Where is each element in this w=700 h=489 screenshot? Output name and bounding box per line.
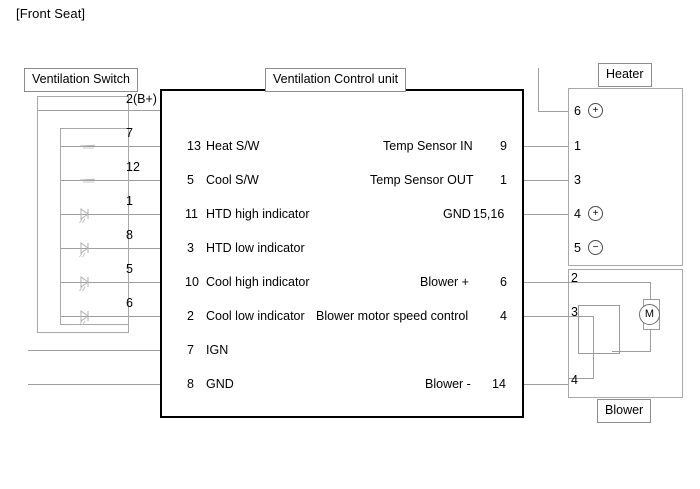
- heater-pin-number-4: 5: [574, 241, 581, 255]
- blower-resistor-block: [578, 305, 620, 354]
- wire-heater-pin6-riser: [538, 68, 539, 112]
- led-icon-pin8: [76, 237, 92, 259]
- led-icon-pin1: [76, 203, 92, 225]
- heater-minus-icon-pin5: −: [588, 240, 603, 255]
- wire-heater-pin6: [538, 111, 568, 112]
- switch-pin-number-0: 2(B+): [126, 92, 157, 106]
- blower-box: [568, 269, 683, 398]
- cu-left-label-6: IGN: [206, 343, 229, 357]
- cu-left-label-4: Cool high indicator: [206, 275, 310, 289]
- cu-left-label-2: HTD high indicator: [206, 207, 310, 221]
- cu-right-label-0: Temp Sensor IN: [383, 139, 473, 153]
- cu-right-pin-2: 15,16: [473, 207, 505, 221]
- switch-pin-number-5: 5: [126, 262, 133, 276]
- cu-right-label-4: Blower motor speed control: [316, 309, 469, 323]
- motor-icon: M: [639, 304, 660, 325]
- wire-blower-plus: [519, 282, 568, 283]
- cu-left-label-1: Cool S/W: [206, 173, 259, 187]
- wire-temp-sensor-in: [519, 146, 568, 147]
- switch-contact-icon-pin7: [79, 140, 99, 150]
- cu-right-label-1: Temp Sensor OUT: [370, 173, 474, 187]
- cu-left-label-5: Cool low indicator: [206, 309, 305, 323]
- led-icon-pin5: [76, 271, 92, 293]
- blower-wire-pin3: [568, 316, 594, 317]
- wire-ign: [28, 350, 167, 351]
- blower-wire-pin3-down: [593, 316, 594, 378]
- heater-pin-number-1: 1: [574, 139, 581, 153]
- cu-right-pin-3: 6: [500, 275, 507, 289]
- switch-pin-number-3: 1: [126, 194, 133, 208]
- led-icon-pin6: [76, 305, 92, 327]
- cu-left-pin-4: 10: [185, 275, 199, 289]
- caption-blower: Blower: [597, 399, 652, 423]
- caption-ventilation-control-unit: Ventilation Control unit: [265, 68, 407, 92]
- cu-left-pin-0: 13: [187, 139, 201, 153]
- cu-left-label-0: Heat S/W: [206, 139, 260, 153]
- wire-blower-minus: [519, 384, 568, 385]
- switch-inner-bus: [60, 128, 129, 325]
- wire-switch-pin-8: [60, 248, 167, 249]
- heater-box: [568, 88, 683, 266]
- cu-left-pin-2: 11: [185, 207, 198, 221]
- wire-switch-pin-7: [60, 146, 167, 147]
- blower-pin-number-0: 2: [571, 271, 578, 285]
- heater-plus-icon-pin6: +: [588, 103, 603, 118]
- wire-switch-pin-5: [60, 282, 167, 283]
- cu-left-label-7: GND: [206, 377, 234, 391]
- switch-pin-number-2: 12: [126, 160, 140, 174]
- cu-right-pin-4: 4: [500, 309, 507, 323]
- blower-wire-motor-return: [612, 351, 651, 352]
- wire-gnd: [28, 384, 167, 385]
- caption-heater: Heater: [598, 63, 652, 87]
- cu-left-label-3: HTD low indicator: [206, 241, 305, 255]
- wire-switch-pin-2bplus: [37, 110, 162, 111]
- cu-right-label-3: Blower +: [420, 275, 469, 289]
- wire-gnd-15-16: [519, 214, 568, 215]
- blower-pin-number-2: 4: [571, 373, 578, 387]
- cu-left-pin-3: 3: [187, 241, 194, 255]
- blower-wire-motor-bottom: [650, 327, 651, 352]
- heater-pin-number-2: 3: [574, 173, 581, 187]
- cu-left-pin-5: 2: [187, 309, 194, 323]
- motor-icon-label: M: [644, 308, 655, 320]
- cu-left-pin-6: 7: [187, 343, 194, 357]
- blower-wire-motor-top: [650, 282, 651, 300]
- wire-switch-pin-12: [60, 180, 167, 181]
- heater-pin-number-0: 6: [574, 104, 581, 118]
- cu-right-pin-5: 14: [492, 377, 506, 391]
- switch-pin-number-4: 8: [126, 228, 133, 242]
- ventilation-control-unit-box: [160, 89, 524, 418]
- blower-wire-pin2-top: [568, 282, 651, 283]
- switch-pin-number-1: 7: [126, 126, 133, 140]
- wire-blower-speed-control: [519, 316, 568, 317]
- wire-switch-pin-1: [60, 214, 167, 215]
- wire-switch-pin-6: [60, 316, 167, 317]
- blower-pin-number-1: 3: [571, 305, 578, 319]
- cu-left-pin-1: 5: [187, 173, 194, 187]
- cu-right-label-2: GND: [443, 207, 471, 221]
- switch-pin-number-6: 6: [126, 296, 133, 310]
- cu-left-pin-7: 8: [187, 377, 194, 391]
- cu-right-pin-0: 9: [500, 139, 507, 153]
- wire-temp-sensor-out: [519, 180, 568, 181]
- cu-right-pin-1: 1: [500, 173, 507, 187]
- page-label: [Front Seat]: [16, 6, 86, 21]
- heater-pin-number-3: 4: [574, 207, 581, 221]
- heater-plus-icon-pin4: +: [588, 206, 603, 221]
- cu-right-label-5: Blower -: [425, 377, 471, 391]
- blower-wire-pin4: [568, 378, 594, 379]
- switch-contact-icon-pin12: [79, 174, 99, 184]
- caption-ventilation-switch: Ventilation Switch: [24, 68, 138, 92]
